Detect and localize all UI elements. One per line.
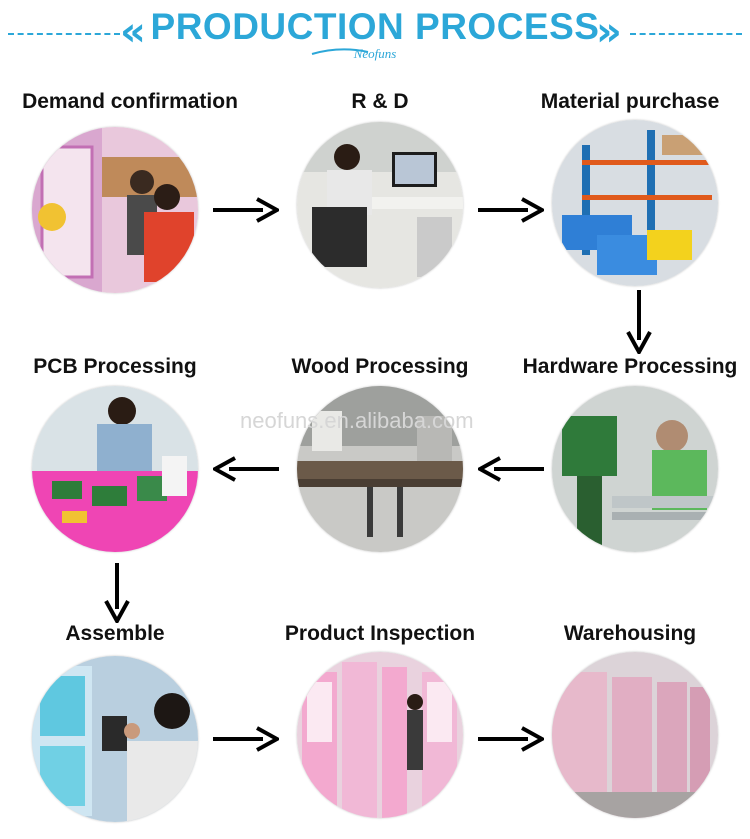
arrow-left-icon	[213, 456, 279, 482]
header: « PRODUCTION PROCESS » Neofuns	[0, 0, 750, 70]
photo-pcb-processing	[32, 386, 198, 552]
swoosh-icon	[311, 48, 369, 55]
step-label-rnd: R & D	[351, 90, 409, 113]
step-label-material-purchase: Material purchase	[540, 90, 720, 113]
photo-warehousing	[552, 652, 718, 818]
arrow-right-icon	[478, 726, 544, 752]
photo-product-inspection	[297, 652, 463, 818]
arrow-left-icon	[478, 456, 544, 482]
page-title: PRODUCTION PROCESS	[150, 6, 600, 47]
brand-logo-text: Neofuns	[353, 46, 397, 61]
photo-hardware-processing	[552, 386, 718, 552]
step-label-wood-processing: Wood Processing	[291, 355, 469, 378]
photo-assemble	[32, 656, 198, 822]
step-label-assemble: Assemble	[65, 622, 165, 645]
photo-material-purchase	[552, 120, 718, 286]
watermark: neofuns.en.alibaba.com	[240, 408, 474, 433]
photo-wood-processing	[297, 386, 463, 552]
photo-rnd	[297, 122, 463, 288]
double-chevron-right-icon: »	[596, 9, 622, 55]
header-dash-left	[8, 33, 120, 35]
step-label-hardware-processing: Hardware Processing	[522, 355, 738, 378]
step-label-product-inspection: Product Inspection	[284, 622, 476, 645]
header-dash-right	[630, 33, 742, 35]
arrow-right-icon	[213, 726, 279, 752]
arrow-down-icon	[626, 290, 652, 354]
step-label-pcb-processing: PCB Processing	[33, 355, 197, 378]
photo-demand-confirmation	[32, 127, 198, 293]
arrow-right-icon	[478, 197, 544, 223]
arrow-right-icon	[213, 197, 279, 223]
double-chevron-left-icon: «	[120, 9, 146, 55]
step-label-warehousing: Warehousing	[563, 622, 697, 645]
arrow-down-icon	[104, 563, 130, 623]
step-label-demand-confirmation: Demand confirmation	[22, 90, 238, 113]
